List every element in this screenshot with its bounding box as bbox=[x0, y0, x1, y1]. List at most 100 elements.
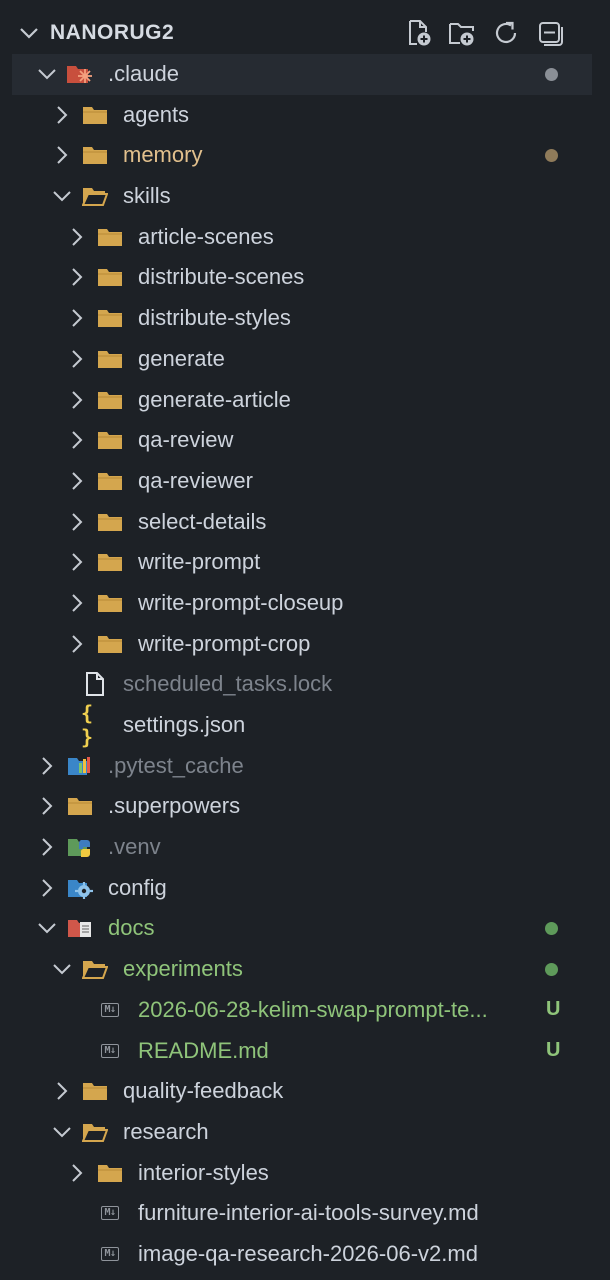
explorer-header[interactable]: NANORUG2 bbox=[0, 12, 610, 54]
folder-item-select-details[interactable]: select-details bbox=[12, 502, 592, 543]
file-item-settings-json[interactable]: { }settings.json bbox=[12, 701, 592, 749]
docs-folder-icon bbox=[66, 915, 94, 941]
folder-icon bbox=[96, 468, 124, 494]
python-folder-icon bbox=[66, 834, 94, 860]
folder-item-generate[interactable]: generate bbox=[12, 339, 592, 380]
folder-item-quality-feedback[interactable]: quality-feedback bbox=[12, 1071, 592, 1112]
folder-item-generate-article[interactable]: generate-article bbox=[12, 380, 592, 421]
chevron-down-icon[interactable] bbox=[36, 63, 58, 85]
folder-icon bbox=[96, 549, 124, 575]
chevron-right-icon[interactable] bbox=[66, 389, 88, 411]
chevron-right-icon[interactable] bbox=[66, 226, 88, 248]
chevron-right-icon[interactable] bbox=[66, 551, 88, 573]
tree-item-label: README.md bbox=[138, 1037, 269, 1063]
git-status-badge: U bbox=[546, 1038, 561, 1061]
chevron-right-icon[interactable] bbox=[66, 511, 88, 533]
folder-icon bbox=[81, 102, 109, 128]
folder-open-icon bbox=[81, 956, 109, 982]
file-item-image-qa-research-2026-06-v2-md[interactable]: M↓ image-qa-research-2026-06-v2.md bbox=[12, 1234, 592, 1275]
tree-item-label: scheduled_tasks.lock bbox=[123, 671, 333, 697]
chevron-right-icon[interactable] bbox=[66, 266, 88, 288]
folder-item-article-scenes[interactable]: article-scenes bbox=[12, 217, 592, 258]
tree-item-label: agents bbox=[123, 101, 190, 127]
tree-item-label: distribute-styles bbox=[138, 305, 291, 331]
chevron-right-icon[interactable] bbox=[36, 877, 58, 899]
folder-item-skills[interactable]: skills bbox=[12, 176, 592, 217]
folder-item-claude[interactable]: .claude bbox=[12, 54, 592, 95]
folder-icon bbox=[96, 590, 124, 616]
folder-icon bbox=[96, 509, 124, 535]
chevron-right-icon[interactable] bbox=[66, 633, 88, 655]
chevron-right-icon[interactable] bbox=[51, 104, 73, 126]
refresh-icon[interactable] bbox=[491, 18, 521, 48]
folder-item-qa-reviewer[interactable]: qa-reviewer bbox=[12, 461, 592, 502]
tree-item-label: write-prompt-crop bbox=[138, 630, 311, 656]
folder-icon bbox=[96, 224, 124, 250]
folder-item-write-prompt-crop[interactable]: write-prompt-crop bbox=[12, 624, 592, 665]
chevron-right-icon[interactable] bbox=[66, 470, 88, 492]
claude-folder-icon bbox=[66, 61, 94, 87]
folder-item-superpowers[interactable]: .superpowers bbox=[12, 786, 592, 827]
folder-item-distribute-scenes[interactable]: distribute-scenes bbox=[12, 257, 592, 298]
folder-item-research[interactable]: research bbox=[12, 1112, 592, 1153]
tree-item-label: image-qa-research-2026-06-v2.md bbox=[138, 1240, 478, 1266]
file-item-scheduled-tasks-lock[interactable]: scheduled_tasks.lock bbox=[12, 664, 592, 705]
markdown-icon: M↓ bbox=[96, 1200, 124, 1226]
folder-item-memory[interactable]: memory bbox=[12, 135, 592, 176]
tree-item-label: generate bbox=[138, 345, 225, 371]
folder-icon bbox=[81, 142, 109, 168]
chevron-right-icon[interactable] bbox=[36, 836, 58, 858]
tree-item-label: .pytest_cache bbox=[108, 752, 244, 778]
config-folder-icon bbox=[66, 875, 94, 901]
chevron-right-icon[interactable] bbox=[36, 795, 58, 817]
folder-item-write-prompt[interactable]: write-prompt bbox=[12, 542, 592, 583]
folder-item-qa-review[interactable]: qa-review bbox=[12, 420, 592, 461]
folder-icon bbox=[96, 387, 124, 413]
chevron-right-icon[interactable] bbox=[66, 1162, 88, 1184]
tree-item-label: .superpowers bbox=[108, 793, 241, 819]
chevron-down-icon[interactable] bbox=[51, 958, 73, 980]
folder-item-config[interactable]: config bbox=[12, 868, 592, 909]
new-folder-icon[interactable] bbox=[447, 18, 477, 48]
folder-item-experiments[interactable]: experiments bbox=[12, 949, 592, 990]
file-item-2026-06-28-kelim-swap-prompt-te[interactable]: M↓2026-06-28-kelim-swap-prompt-te...U bbox=[12, 990, 592, 1031]
tree-item-label: qa-review bbox=[138, 427, 234, 453]
new-file-icon[interactable] bbox=[404, 18, 434, 48]
folder-item-venv[interactable]: .venv bbox=[12, 827, 592, 868]
tree-item-label: 2026-06-28-kelim-swap-prompt-te... bbox=[138, 996, 488, 1022]
tree-item-label: write-prompt bbox=[138, 549, 261, 575]
chevron-right-icon[interactable] bbox=[66, 592, 88, 614]
tree-item-label: research bbox=[123, 1118, 209, 1144]
folder-item-write-prompt-closeup[interactable]: write-prompt-closeup bbox=[12, 583, 592, 624]
file-item-furniture-interior-ai-tools-survey-md[interactable]: M↓ furniture-interior-ai-tools-survey.md bbox=[12, 1193, 592, 1234]
tree-item-label: qa-reviewer bbox=[138, 467, 253, 493]
chevron-down-icon[interactable] bbox=[51, 185, 73, 207]
folder-item-docs[interactable]: docs bbox=[12, 908, 592, 949]
chevron-right-icon[interactable] bbox=[66, 429, 88, 451]
tree-item-label: furniture-interior-ai-tools-survey.md bbox=[138, 1200, 479, 1226]
chevron-right-icon[interactable] bbox=[36, 755, 58, 777]
folder-item-pytest-cache[interactable]: .pytest_cache bbox=[12, 746, 592, 787]
tree-item-label: memory bbox=[123, 142, 203, 168]
chevron-down-icon[interactable] bbox=[18, 22, 40, 44]
tree-item-label: config bbox=[108, 874, 167, 900]
chevron-right-icon[interactable] bbox=[51, 1080, 73, 1102]
chevron-down-icon[interactable] bbox=[51, 1121, 73, 1143]
folder-item-distribute-styles[interactable]: distribute-styles bbox=[12, 298, 592, 339]
folder-open-icon bbox=[81, 1119, 109, 1145]
chevron-right-icon[interactable] bbox=[66, 348, 88, 370]
collapse-all-icon[interactable] bbox=[535, 18, 565, 48]
chevron-down-icon[interactable] bbox=[36, 917, 58, 939]
folder-icon bbox=[96, 631, 124, 657]
folder-item-interior-styles[interactable]: interior-styles bbox=[12, 1153, 592, 1194]
tree-item-label: quality-feedback bbox=[123, 1078, 284, 1104]
folder-item-agents[interactable]: agents bbox=[12, 95, 592, 136]
workspace-title: NANORUG2 bbox=[50, 21, 175, 44]
folder-icon bbox=[81, 1078, 109, 1104]
chevron-right-icon[interactable] bbox=[66, 307, 88, 329]
chevron-right-icon[interactable] bbox=[51, 144, 73, 166]
tree-item-label: .claude bbox=[108, 61, 179, 86]
markdown-icon: M↓ bbox=[96, 1241, 124, 1267]
